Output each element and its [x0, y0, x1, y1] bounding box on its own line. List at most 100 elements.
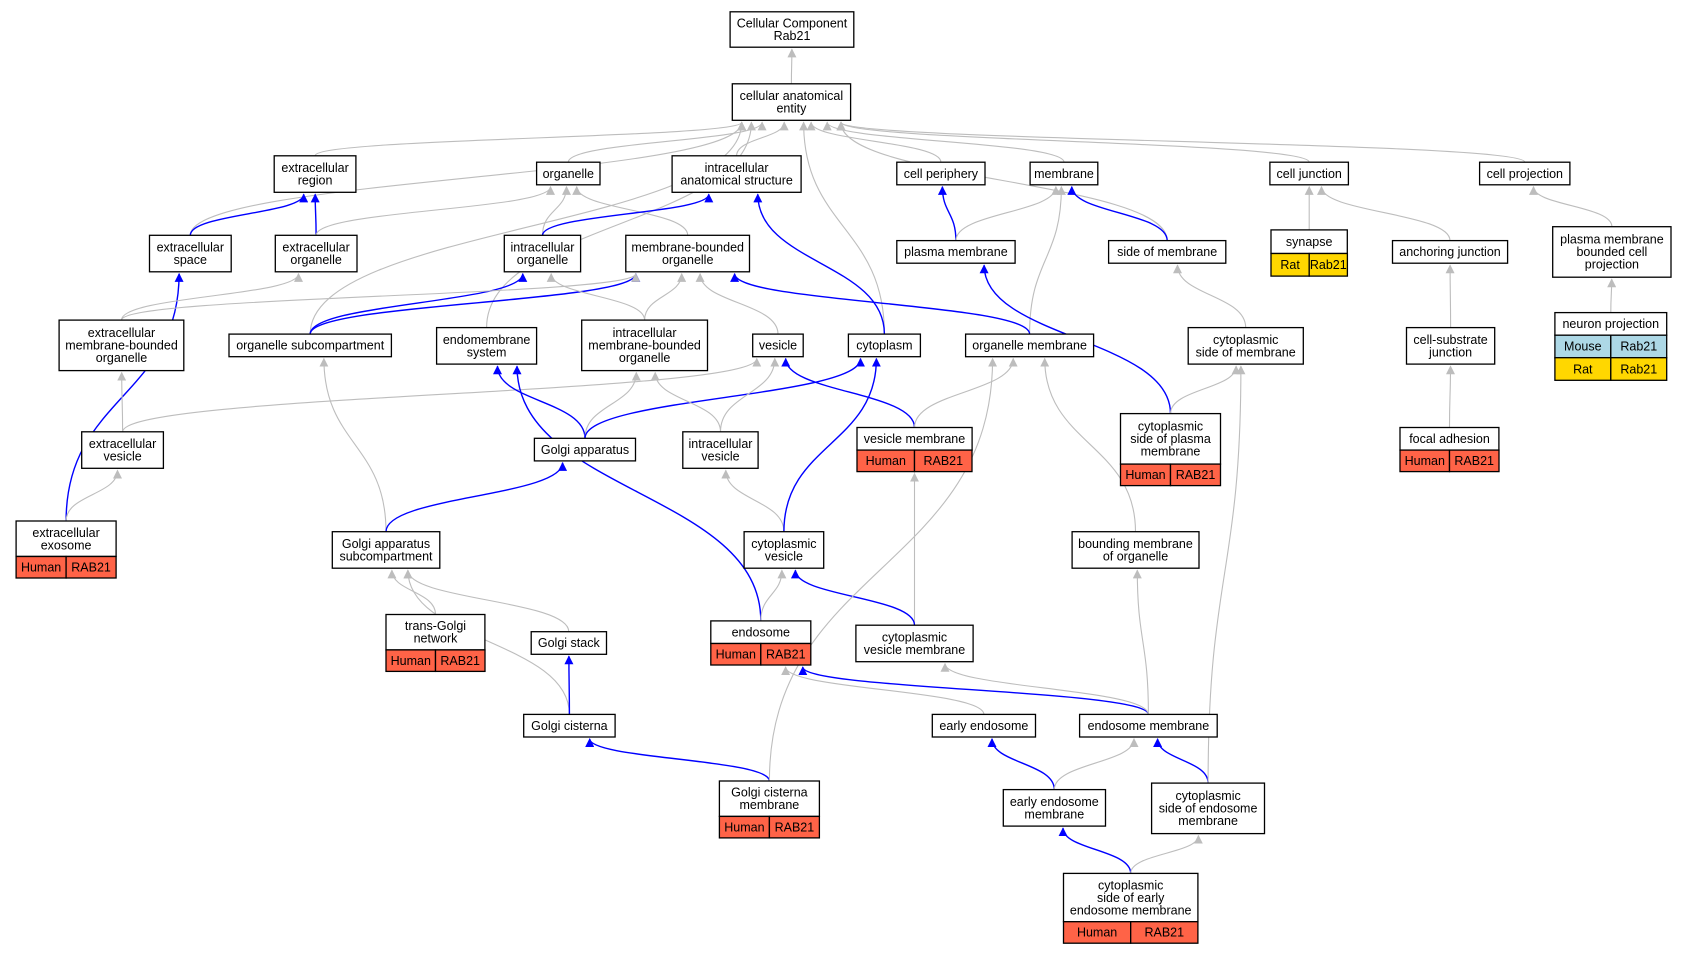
species-label: Human: [1077, 926, 1117, 940]
node-csem-label-line: membrane: [1178, 814, 1238, 828]
node-eem-label-line: membrane: [1024, 807, 1084, 821]
node-cper[interactable]: cell periphery: [896, 161, 986, 186]
edge-cae-to-root: [787, 48, 797, 84]
node-csj-label-line: cell-substrate: [1413, 333, 1487, 347]
node-org[interactable]: organelle: [535, 161, 601, 186]
gene-label: RAB21: [1176, 468, 1216, 482]
edge-endo-to-ems: [512, 365, 762, 621]
gene-cell: [913, 449, 973, 473]
node-csj-box: [1405, 326, 1496, 365]
edge-endm-to-cvm: [940, 662, 1149, 715]
edge-osc-to-io: [309, 272, 528, 335]
node-ecs-box: [148, 234, 232, 273]
edge-cproj-to-cae: [836, 121, 1526, 163]
node-pmbcp-label-line: bounded cell: [1576, 245, 1647, 259]
node-eco-label-line: organelle: [290, 253, 341, 267]
node-gc[interactable]: Golgi cisterna: [523, 713, 616, 738]
node-mem[interactable]: membrane: [1029, 161, 1099, 186]
node-om-box: [964, 333, 1095, 358]
edge-gas-to-osc: [319, 357, 387, 532]
node-aj-box: [1391, 239, 1509, 264]
node-ves-box: [752, 333, 804, 358]
node-mem-box: [1029, 161, 1099, 186]
edge-gst-to-gas: [403, 569, 570, 632]
node-ee[interactable]: early endosome: [931, 713, 1037, 738]
edge-vm-to-ves: [781, 357, 916, 428]
edge-pmbcp-to-cproj: [1529, 185, 1613, 227]
node-cyt[interactable]: cytoplasm: [847, 333, 922, 358]
edge-ga-to-ems: [493, 365, 586, 439]
gene-label: RAB21: [766, 648, 806, 662]
node-cproj[interactable]: cell projection: [1478, 161, 1571, 186]
node-ecs-label-line: space: [174, 253, 207, 267]
node-aj[interactable]: anchoring junction: [1391, 239, 1509, 264]
edge-csem-to-csm: [1207, 365, 1246, 784]
node-endm[interactable]: endosome membrane: [1078, 713, 1218, 738]
node-ga[interactable]: Golgi apparatus: [533, 437, 637, 462]
edge-som-to-cae: [836, 121, 1168, 241]
node-pmbcp-box: [1552, 226, 1672, 278]
node-cv-label-line: vesicle: [765, 550, 803, 564]
edge-ecv-to-ecmbo: [117, 371, 127, 432]
species-label: Human: [1125, 468, 1165, 482]
node-ems-label-line: endomembrane: [443, 333, 531, 347]
edge-aj-to-cj: [1317, 185, 1451, 241]
edge-cseem-to-eem: [1058, 827, 1132, 874]
node-cyt-label-line: cytoplasm: [856, 339, 912, 353]
node-eem-label-line: early endosome: [1010, 795, 1099, 809]
node-cj[interactable]: cell junction: [1269, 161, 1350, 186]
node-io-label-line: organelle: [517, 253, 568, 267]
species-label: Human: [1405, 454, 1445, 468]
node-cvm-label-line: cytoplasmic: [882, 631, 947, 645]
node-pmbcp-label-line: projection: [1585, 258, 1639, 272]
node-ves[interactable]: vesicle: [752, 333, 804, 358]
node-mbo-label-line: membrane-bounded: [631, 241, 744, 255]
node-som[interactable]: side of membrane: [1107, 239, 1227, 264]
node-gas-label-line: subcompartment: [339, 550, 433, 564]
node-gst[interactable]: Golgi stack: [530, 631, 608, 655]
gene-label: RAB21: [775, 821, 815, 835]
edge-cyt-to-ias: [753, 193, 886, 335]
node-osc[interactable]: organelle subcompartment: [228, 333, 393, 358]
node-endo-label-line: endosome: [732, 626, 790, 640]
node-cv-box: [743, 531, 825, 569]
node-om[interactable]: organelle membrane: [964, 333, 1095, 358]
node-pm[interactable]: plasma membrane: [896, 239, 1016, 264]
node-ems-label-line: system: [467, 346, 507, 360]
node-ias-label-line: intracellular: [705, 161, 769, 175]
node-imbo-label-line: organelle: [619, 351, 670, 365]
node-cproj-box: [1478, 161, 1571, 186]
